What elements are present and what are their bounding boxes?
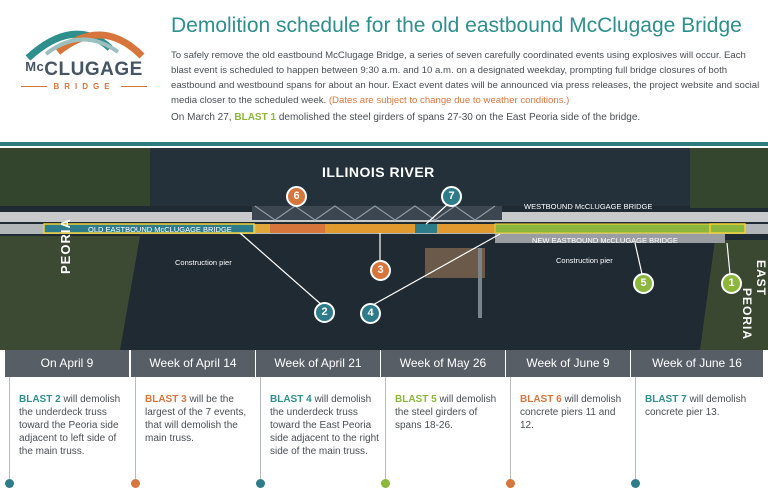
timeline-blast-7: Week of June 16 BLAST 7 will demolish co…: [631, 350, 763, 501]
timeline-text: BLAST 5 will demolish the steel girders …: [395, 394, 497, 431]
timeline: On April 9 BLAST 2 will demolish the und…: [0, 350, 768, 501]
logo-wordmark: McCLUGAGE: [25, 59, 143, 80]
intro-paragraph: To safely remove the old eastbound McClu…: [171, 50, 760, 106]
marker-1: 1: [721, 273, 742, 294]
timeline-date: Week of April 14: [131, 350, 255, 377]
new-eastbound-label: NEW EASTBOUND McCLUGAGE BRIDGE: [532, 236, 678, 245]
peoria-label: PEORIA: [58, 218, 73, 274]
marker-2: 2: [314, 302, 335, 323]
river-label: ILLINOIS RIVER: [322, 164, 435, 180]
east-label: EAST: [754, 260, 768, 297]
mcclugage-logo: McCLUGAGE BRIDGE: [14, 22, 154, 94]
timeline-dot: [381, 479, 390, 488]
timeline-text: BLAST 4 will demolish the underdeck trus…: [270, 394, 379, 457]
timeline-dot: [256, 479, 265, 488]
divider: [0, 142, 768, 146]
logo-subtitle: BRIDGE: [14, 82, 154, 91]
timeline-blast-2: On April 9 BLAST 2 will demolish the und…: [5, 350, 129, 501]
westbound-label: WESTBOUND McCLUGAGE BRIDGE: [524, 202, 653, 211]
timeline-dot: [631, 479, 640, 488]
marker-4: 4: [360, 303, 381, 324]
timeline-dot: [5, 479, 14, 488]
timeline-blast-3: Week of April 14 BLAST 3 will be the lar…: [131, 350, 255, 501]
construction-pier-left: Construction pier: [175, 258, 232, 267]
marker-7: 7: [441, 186, 462, 207]
timeline-dot: [506, 479, 515, 488]
construction-pier-right: Construction pier: [556, 256, 613, 265]
map-graphic: [0, 148, 768, 350]
timeline-text: BLAST 6 will demolish concrete piers 11 …: [520, 394, 622, 431]
timeline-date: Week of June 9: [506, 350, 630, 377]
timeline-date: Week of May 26: [381, 350, 505, 377]
marker-3: 3: [370, 260, 391, 281]
bridge-arch-icon: [25, 30, 145, 61]
timeline-date: Week of April 21: [256, 350, 380, 377]
timeline-blast-4: Week of April 21 BLAST 4 will demolish t…: [256, 350, 380, 501]
timeline-date: On April 9: [5, 350, 129, 377]
aerial-map: ILLINOIS RIVER WESTBOUND McCLUGAGE BRIDG…: [0, 148, 768, 350]
marker-5: 5: [633, 273, 654, 294]
blast1-note: On March 27, BLAST 1 demolished the stee…: [171, 112, 641, 123]
page-title: Demolition schedule for the old eastboun…: [171, 14, 742, 37]
old-eastbound-label: OLD EASTBOUND McCLUGAGE BRIDGE: [88, 225, 232, 234]
timeline-text: BLAST 7 will demolish concrete pier 13.: [645, 394, 747, 418]
weather-warning: (Dates are subject to change due to weat…: [328, 95, 570, 106]
timeline-text: BLAST 3 will be the largest of the 7 eve…: [145, 394, 247, 444]
marker-6: 6: [286, 186, 307, 207]
timeline-blast-6: Week of June 9 BLAST 6 will demolish con…: [506, 350, 630, 501]
east-peoria-label: PEORIA: [740, 288, 754, 341]
timeline-text: BLAST 2 will demolish the underdeck trus…: [19, 394, 121, 457]
timeline-date: Week of June 16: [631, 350, 763, 377]
timeline-blast-5: Week of May 26 BLAST 5 will demolish the…: [381, 350, 505, 501]
timeline-dot: [131, 479, 140, 488]
